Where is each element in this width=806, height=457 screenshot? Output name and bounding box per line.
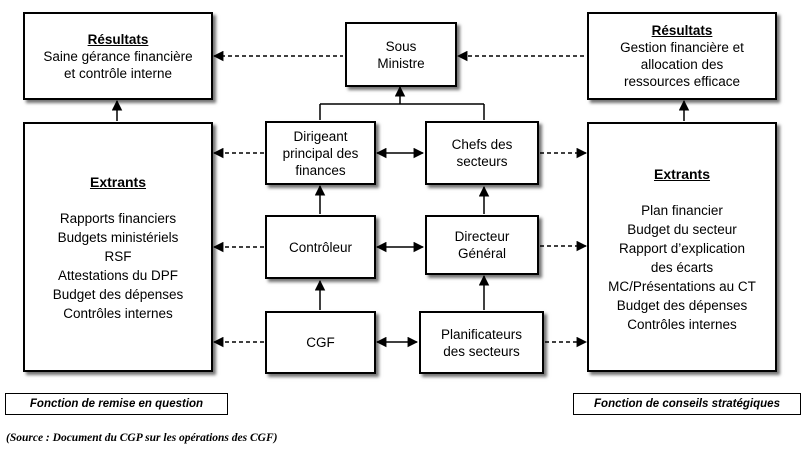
extrants-left-item: Rapports financiers	[59, 211, 177, 226]
results-right-title: Résultats	[651, 23, 713, 38]
label-conseils-strategiques: Fonction de conseils stratégiques	[573, 393, 801, 415]
chefs-line-2: secteurs	[456, 154, 508, 169]
extrants-left-item: RSF	[104, 249, 132, 264]
extrants-left-box: Extrants Rapports financiers Budgets min…	[23, 122, 213, 372]
cgf-label: CGF	[306, 335, 335, 350]
dpf-box: Dirigeant principal des finances	[265, 121, 376, 185]
results-right-line-1: Gestion financière et	[620, 40, 744, 55]
controleur-label: Contrôleur	[288, 239, 353, 255]
results-right-line-2: allocation des	[640, 57, 724, 72]
sous-ministre-line-2: Ministre	[377, 55, 425, 71]
extrants-left-item: Budgets ministériels	[57, 230, 179, 245]
extrants-right-item: Contrôles internes	[627, 317, 737, 332]
chefs-box: Chefs des secteurs	[425, 121, 539, 185]
extrants-left-item: Contrôles internes	[63, 306, 173, 321]
label-remise-en-question: Fonction de remise en question	[5, 393, 228, 415]
results-right-box: Résultats Gestion financière et allocati…	[587, 12, 777, 100]
cgf-box: CGF	[265, 311, 376, 374]
extrants-right-item: MC/Présentations au CT	[608, 279, 756, 294]
controleur-box: Contrôleur	[265, 215, 376, 279]
results-left-box: Résultats Saine gérance financière et co…	[23, 12, 213, 100]
directeur-line-2: Général	[457, 246, 507, 261]
extrants-right-item: Budget du secteur	[627, 222, 737, 237]
results-left-title: Résultats	[87, 31, 149, 47]
extrants-left-item: Attestations du DPF	[57, 268, 179, 283]
results-left-line-1: Saine gérance financière	[43, 48, 193, 64]
dpf-line-2: principal des	[282, 145, 359, 161]
sous-ministre-box: Sous Ministre	[345, 22, 457, 87]
results-right-line-3: ressources efficace	[623, 74, 741, 89]
directeur-box: Directeur Général	[425, 215, 539, 275]
planificateurs-line-2: des secteurs	[443, 343, 520, 359]
planificateurs-box: Planificateurs des secteurs	[419, 311, 544, 374]
chefs-line-1: Chefs des	[451, 137, 513, 152]
extrants-right-item: des écarts	[650, 260, 714, 275]
extrants-right-item: Plan financier	[641, 203, 723, 218]
results-left-line-2: et contrôle interne	[63, 65, 173, 81]
dpf-line-1: Dirigeant	[293, 128, 348, 144]
extrants-left-title: Extrants	[89, 174, 147, 190]
extrants-right-item: Budget des dépenses	[616, 298, 748, 313]
extrants-right-item: Rapport d’explication	[618, 241, 746, 256]
extrants-right-box: Extrants Plan financier Budget du secteu…	[587, 122, 777, 372]
extrants-right-title: Extrants	[653, 166, 711, 182]
sous-ministre-line-1: Sous	[385, 38, 417, 54]
source-caption: (Source : Document du CGP sur les opérat…	[6, 432, 278, 444]
planificateurs-line-1: Planificateurs	[440, 326, 523, 342]
directeur-line-1: Directeur	[454, 229, 510, 244]
dpf-line-3: finances	[295, 162, 346, 178]
extrants-left-item: Budget des dépenses	[52, 287, 184, 302]
